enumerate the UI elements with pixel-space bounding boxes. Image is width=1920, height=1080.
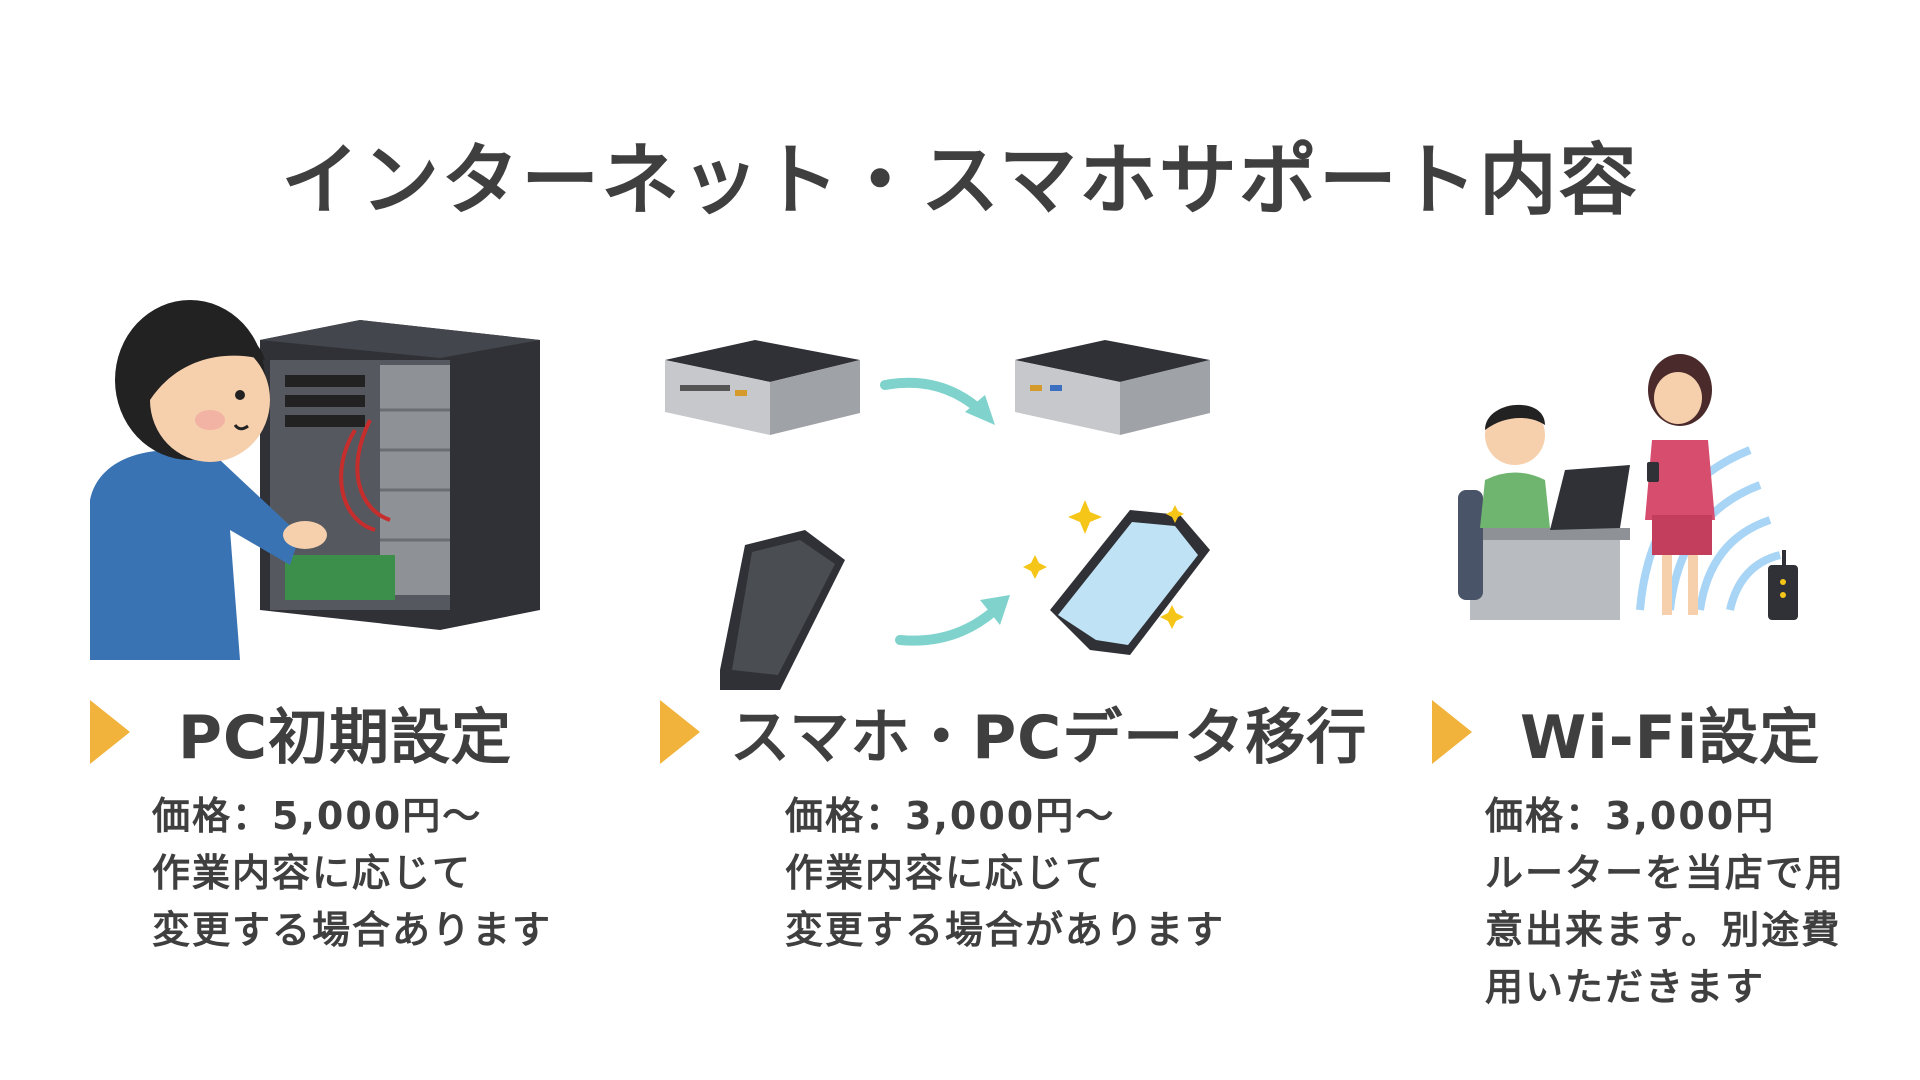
man-icon	[1480, 404, 1550, 528]
note-line: 意出来ます。別途費	[1485, 908, 1842, 952]
note-line: 作業内容に応じて	[152, 851, 473, 895]
smartphone-icon	[1050, 510, 1210, 655]
page-title: インターネット・スマホサポート内容	[281, 136, 1639, 226]
arrow-icon	[880, 377, 985, 415]
data-transfer-illustration	[665, 340, 1210, 690]
note-line: 作業内容に応じて	[785, 851, 1106, 895]
router-icon	[1768, 550, 1798, 620]
service-title: PC初期設定	[178, 702, 513, 773]
triangle-bullet-icon	[660, 700, 700, 764]
woman-icon	[1645, 354, 1715, 615]
pc-case-icon	[260, 320, 540, 630]
price-line: 価格：3,000円～	[785, 794, 1116, 838]
laptop-icon	[1550, 465, 1630, 530]
pc-repair-illustration	[90, 300, 540, 660]
technician-icon	[90, 300, 327, 660]
price-line: 価格：3,000円	[1485, 794, 1776, 838]
smartphone-icon	[720, 530, 845, 690]
service-description: 価格：5,000円～ 作業内容に応じて 変更する場合あります	[152, 788, 552, 959]
note-line: 用いただきます	[1485, 965, 1766, 1009]
note-line: 変更する場合があります	[785, 908, 1226, 952]
note-line: ルーターを当店で用	[1485, 851, 1846, 895]
sparkle-icon	[1023, 500, 1184, 629]
arrow-icon	[895, 605, 1000, 646]
service-wifi-setup: Wi-Fi設定	[1432, 692, 1820, 773]
service-data-transfer: スマホ・PCデータ移行	[660, 692, 1367, 773]
wifi-setup-illustration	[1458, 354, 1798, 620]
service-pc-setup: PC初期設定	[90, 692, 512, 773]
service-description: 価格：3,000円～ 作業内容に応じて 変更する場合があります	[785, 788, 1225, 959]
arrow-icon	[965, 395, 995, 425]
arrow-icon	[980, 595, 1010, 625]
service-description: 価格：3,000円 ルーターを当店で用 意出来ます。別途費 用いただきます	[1485, 788, 1845, 1016]
chair-icon	[1458, 490, 1483, 600]
triangle-bullet-icon	[1432, 700, 1472, 764]
price-line: 価格：5,000円～	[152, 794, 483, 838]
note-line: 変更する場合あります	[152, 908, 553, 952]
triangle-bullet-icon	[90, 700, 130, 764]
service-title: Wi-Fi設定	[1520, 702, 1821, 773]
service-title: スマホ・PCデータ移行	[730, 702, 1368, 773]
mini-pc-icon	[1015, 340, 1210, 435]
mini-pc-icon	[665, 340, 860, 435]
desk-icon	[1460, 528, 1630, 620]
